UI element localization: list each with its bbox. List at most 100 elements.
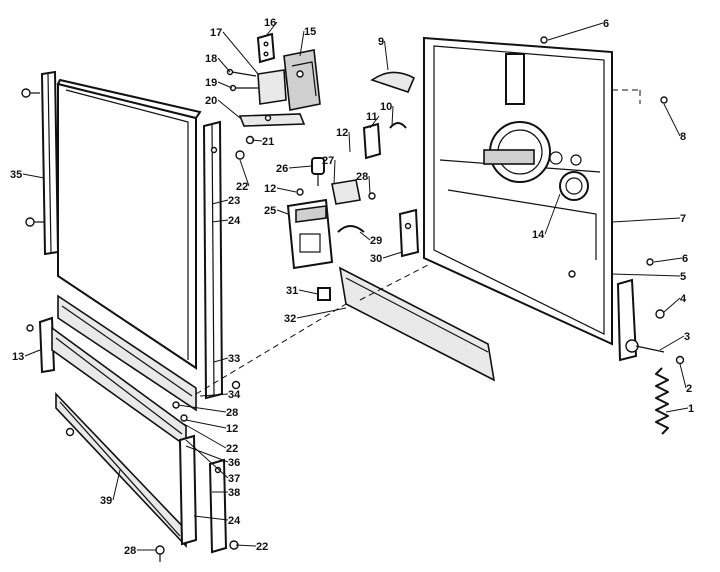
callout-12: 12 (264, 183, 297, 195)
alignment-lines (195, 89, 641, 395)
part-4-5-6-screws-right (540, 36, 668, 319)
callout-leader-line (22, 173, 45, 179)
callout-23: 23 (211, 195, 240, 207)
callout-11: 11 (366, 111, 380, 129)
callout-20: 20 (205, 95, 241, 119)
callout-3: 3 (659, 331, 690, 351)
callout-leader-line (382, 251, 403, 259)
callout-leader-line (211, 219, 229, 223)
part-20-latch-arm (238, 113, 306, 127)
callout-leader-line (369, 115, 380, 129)
callout-21: 21 (251, 136, 274, 148)
callout-30: 30 (370, 251, 403, 265)
callout-number: 24 (228, 515, 241, 527)
callout-38: 38 (212, 487, 240, 499)
callout-leader-line (298, 289, 319, 295)
callout-leader-line (348, 131, 351, 153)
callout-leader-line (296, 307, 347, 319)
part-15-latch-body (283, 49, 321, 111)
callout-7: 7 (611, 213, 686, 225)
screws-28-12 (172, 401, 188, 422)
part-23-frame-channel (202, 120, 224, 400)
callout-leader-line (611, 217, 681, 223)
callout-36: 36 (185, 445, 240, 469)
callout-number: 22 (236, 181, 248, 193)
callout-12: 12 (336, 127, 351, 153)
part-30-hinge-bracket (398, 208, 420, 258)
callout-leader-line (265, 21, 278, 37)
callout-24: 24 (193, 515, 241, 527)
callout-leader-line (185, 445, 229, 463)
callout-14: 14 (532, 193, 561, 241)
part-14-dispenser-cup (483, 121, 551, 183)
callout-leader-line (217, 81, 233, 89)
callout-number: 33 (228, 353, 240, 365)
screw-lower-left (65, 427, 75, 437)
callout-number: 12 (336, 127, 348, 139)
callout-number: 8 (680, 131, 686, 143)
callout-number: 28 (356, 171, 368, 183)
callout-34: 34 (199, 389, 241, 401)
callout-leader-line (359, 231, 371, 241)
callout-leader-line (288, 165, 313, 169)
callout-number: 39 (100, 495, 112, 507)
callout-number: 7 (680, 213, 686, 225)
callout-number: 28 (124, 545, 136, 557)
callout-number: 6 (682, 253, 688, 265)
screw-22-mid (235, 150, 245, 160)
callout-leader-line (185, 419, 227, 429)
part-9-vent-cover (370, 71, 416, 93)
part-31-nut (317, 287, 331, 301)
callout-number: 14 (532, 229, 545, 241)
vent-circles (549, 151, 582, 166)
callout-28: 28 (177, 404, 238, 419)
callout-number: 28 (226, 407, 238, 419)
callout-leader-line (547, 22, 604, 41)
callout-leader-line (217, 99, 241, 119)
callout-number: 21 (262, 136, 274, 148)
callout-number: 18 (205, 53, 217, 65)
callout-5: 5 (611, 271, 686, 283)
callout-leader-line (659, 335, 685, 351)
callout-number: 30 (370, 253, 382, 265)
callout-leader-line (185, 439, 229, 479)
callout-leader-line (193, 515, 229, 521)
callout-33: 33 (213, 353, 240, 365)
callout-16: 16 (264, 17, 278, 37)
callout-leader-line (235, 544, 257, 547)
callout-number: 29 (370, 235, 382, 247)
callout-31: 31 (286, 285, 319, 297)
callout-number: 22 (256, 541, 268, 553)
callout-35: 35 (10, 169, 45, 181)
screw-top-left (21, 88, 40, 98)
callout-leader-line (663, 297, 681, 313)
callout-number: 35 (10, 169, 22, 181)
callout-leader-line (611, 273, 681, 277)
callout-leader-line (177, 404, 227, 413)
callout-39: 39 (100, 469, 121, 507)
callout-2: 2 (679, 363, 692, 395)
callout-number: 22 (226, 443, 238, 455)
screw-28-center (368, 192, 376, 200)
callout-number: 37 (228, 473, 240, 485)
callout-number: 11 (366, 111, 378, 123)
callout-leader-line (299, 30, 305, 57)
part-25-dispenser-cover (286, 198, 334, 270)
callout-number: 5 (680, 271, 686, 283)
callout-22: 22 (235, 541, 268, 553)
callout-leader-line (276, 209, 289, 215)
callout-leader-line (213, 357, 229, 363)
callout-22: 22 (236, 159, 250, 193)
callout-25: 25 (264, 205, 289, 217)
callout-leader-line (211, 199, 229, 205)
callout-number: 4 (680, 293, 687, 305)
callout-8: 8 (663, 103, 686, 143)
callout-leader-line (384, 40, 389, 71)
callout-number: 23 (228, 195, 240, 207)
callout-37: 37 (185, 439, 240, 485)
part-10-11-vent-clips (362, 122, 407, 160)
callout-number: 16 (264, 17, 276, 29)
callout-leader-line (183, 423, 227, 449)
callout-leader-line (251, 139, 263, 142)
